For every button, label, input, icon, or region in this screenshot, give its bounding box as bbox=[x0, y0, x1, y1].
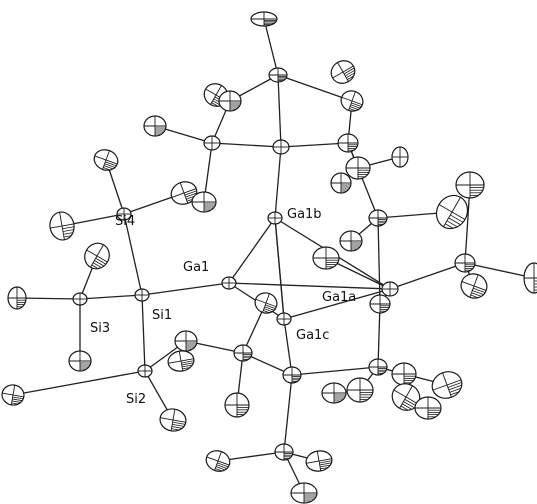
atom-ellipsoid-c24 bbox=[254, 292, 278, 314]
atom-label-si3: Si3 bbox=[90, 321, 110, 336]
atom-ellipsoid-c39 bbox=[368, 358, 388, 376]
bond-ga1a-c35 bbox=[389, 262, 466, 290]
atom-ellipsoid-c43 bbox=[431, 371, 463, 399]
bond-ga1-si1 bbox=[141, 282, 230, 296]
bond-c9-c30 bbox=[347, 142, 379, 219]
atom-ellipsoid-c8 bbox=[272, 139, 290, 155]
atom-ellipsoid-ga1a bbox=[381, 281, 399, 297]
atom-ellipsoid-c9 bbox=[337, 133, 359, 153]
atom-ellipsoid-c21 bbox=[159, 408, 187, 432]
bond-si3-c16 bbox=[16, 297, 81, 300]
atom-ellipsoid-c4 bbox=[218, 90, 242, 112]
bond-c1-c2 bbox=[263, 18, 279, 76]
atom-ellipsoid-c2 bbox=[250, 11, 278, 27]
atom-ellipsoid-c15 bbox=[84, 242, 110, 270]
bond-ga1b-c8 bbox=[274, 146, 282, 219]
atom-ellipsoid-ga1 bbox=[221, 276, 237, 290]
atom-ellipsoid-c20 bbox=[167, 350, 195, 372]
bond-c1-c6 bbox=[277, 74, 353, 102]
atom-ellipsoid-c35 bbox=[454, 253, 476, 273]
atom-ellipsoid-c11 bbox=[170, 181, 198, 205]
bond-c25-c26 bbox=[283, 374, 293, 453]
bond-ga1c-c25 bbox=[283, 318, 293, 376]
atom-ellipsoid-c10 bbox=[143, 115, 167, 137]
atom-ellipsoid-si3 bbox=[72, 292, 88, 306]
atom-ellipsoid-c1 bbox=[268, 67, 288, 83]
atom-ellipsoid-c16 bbox=[7, 286, 27, 310]
atom-ellipsoid-c46 bbox=[345, 156, 371, 180]
bond-c8-c7 bbox=[211, 142, 282, 148]
bond-ga1b-ga1c bbox=[274, 217, 285, 320]
atom-ellipsoid-c33 bbox=[435, 194, 469, 230]
atom-ellipsoid-c41 bbox=[346, 377, 374, 403]
atom-ellipsoid-c48 bbox=[391, 146, 409, 168]
atom-ellipsoid-c23 bbox=[224, 392, 250, 418]
atom-ellipsoid-c45 bbox=[321, 382, 347, 404]
atom-ellipsoid-c44 bbox=[414, 396, 442, 420]
atom-ellipsoid-c19 bbox=[174, 330, 198, 352]
bond-c30-c38 bbox=[377, 217, 381, 305]
bond-c38-c39 bbox=[377, 303, 381, 368]
atom-ellipsoid-c25 bbox=[282, 366, 302, 384]
atom-ellipsoid-c28 bbox=[305, 450, 333, 472]
bond-c35-c36 bbox=[464, 262, 535, 279]
atom-ellipsoid-c38 bbox=[369, 294, 391, 314]
atom-ellipsoid-c27 bbox=[205, 450, 231, 472]
atom-ellipsoid-c32 bbox=[312, 246, 340, 270]
atom-label-ga1: Ga1 bbox=[183, 260, 209, 275]
atom-ellipsoid-c30 bbox=[368, 209, 388, 227]
atom-ellipsoid-c22 bbox=[233, 344, 253, 362]
atom-ellipsoid-c34 bbox=[455, 171, 485, 199]
atom-ellipsoid-si1 bbox=[134, 288, 150, 302]
label-layer: Ga1 Ga1b Ga1a Ga1c Si4 Si1 Si3 Si2 bbox=[90, 207, 356, 407]
bond-si1-si2 bbox=[141, 294, 146, 372]
bond-si2-c18 bbox=[12, 370, 146, 396]
atom-label-si4: Si4 bbox=[115, 214, 135, 229]
atom-ellipsoid-c18 bbox=[1, 384, 25, 406]
atom-label-ga1c: Ga1c bbox=[296, 328, 329, 343]
atom-ellipsoid-c47 bbox=[330, 172, 352, 194]
atom-ellipsoid-c14 bbox=[49, 211, 75, 241]
atom-ellipsoid-c17 bbox=[68, 350, 92, 372]
atom-ellipsoid-c13 bbox=[93, 149, 119, 171]
atom-ellipsoid-c37 bbox=[460, 273, 488, 299]
atom-ellipsoid-si2 bbox=[137, 364, 153, 378]
atom-ellipsoid-c6 bbox=[340, 90, 364, 112]
atom-label-ga1a: Ga1a bbox=[322, 290, 356, 305]
atom-ellipsoid-c40 bbox=[391, 362, 417, 386]
atom-ellipsoid-c31 bbox=[339, 230, 363, 252]
bond-si1-si4 bbox=[123, 213, 143, 296]
atom-ellipsoid-c26 bbox=[274, 443, 294, 461]
atom-ellipsoid-c42 bbox=[391, 383, 421, 411]
bond-c8-c1 bbox=[277, 74, 282, 148]
atom-ellipsoid-c36 bbox=[523, 262, 537, 294]
atom-label-ga1b: Ga1b bbox=[287, 207, 322, 222]
atom-ellipsoid-c12 bbox=[191, 191, 217, 213]
atom-layer bbox=[1, 11, 537, 504]
atom-ellipsoid-c7 bbox=[203, 135, 221, 151]
bond-si1-si3 bbox=[79, 294, 143, 300]
atom-label-si1: Si1 bbox=[152, 308, 172, 323]
atom-ellipsoid-ga1c bbox=[276, 312, 292, 326]
bond-ga1-ga1b bbox=[228, 217, 276, 284]
atom-label-si2: Si2 bbox=[126, 392, 146, 407]
bond-c8-c9 bbox=[280, 142, 349, 148]
atom-ellipsoid-c5 bbox=[330, 60, 356, 84]
bond-c39-c25 bbox=[291, 366, 379, 376]
bond-ga1-ga1a bbox=[228, 282, 391, 290]
atom-ellipsoid-si4 bbox=[116, 207, 132, 221]
atom-ellipsoid-c29 bbox=[290, 482, 318, 504]
bond-ga1a-ga1c bbox=[283, 288, 391, 320]
atom-ellipsoid-ga1b bbox=[267, 211, 283, 225]
